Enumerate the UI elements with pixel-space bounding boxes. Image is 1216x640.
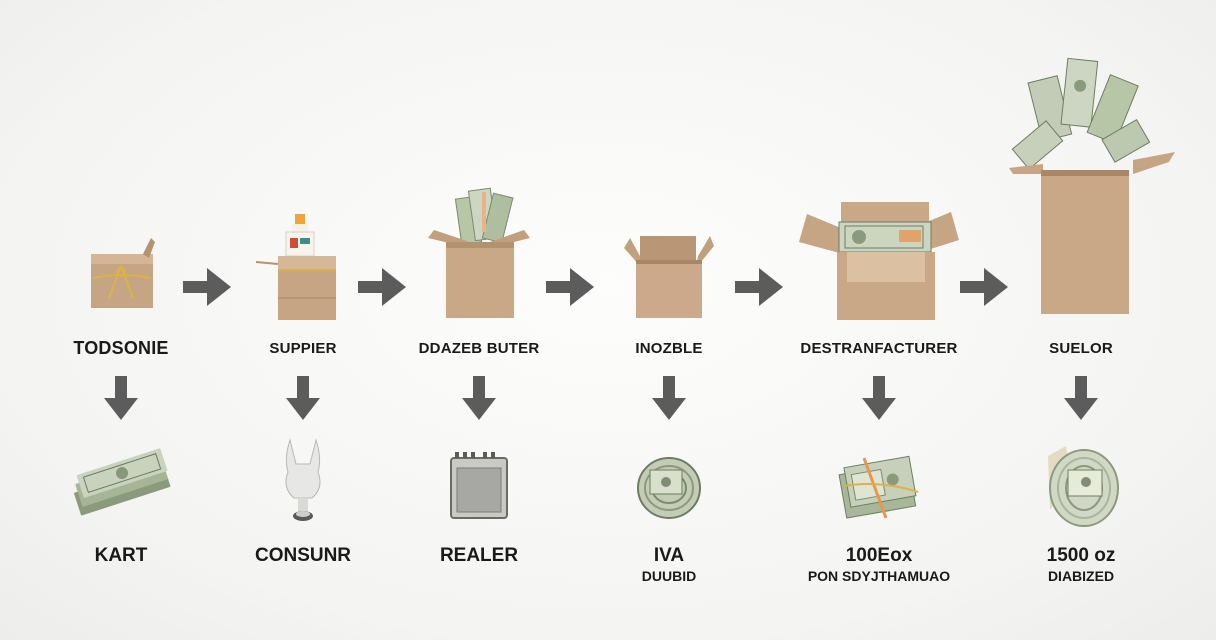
- outcome-label: KART: [94, 545, 148, 566]
- outcome-label: 1500 oz: [1046, 545, 1116, 566]
- outcome-label: REALER: [439, 545, 519, 566]
- box-with-cash-icon: [414, 186, 544, 322]
- tied-box-icon: [81, 232, 161, 312]
- tied-cash-bundle-icon: [834, 452, 924, 524]
- down-arrow-icon: [652, 376, 686, 422]
- stage-label: TODSONIE: [73, 338, 169, 358]
- down-arrow-icon: [1064, 376, 1098, 422]
- right-arrow-icon: [735, 268, 783, 306]
- stage-4: INOZBLE IVA DUUBID: [574, 0, 764, 640]
- down-arrow-icon: [104, 376, 138, 422]
- stage-2: SUPPIER CONSUNR: [208, 0, 398, 640]
- box-with-bottle-icon: [248, 210, 358, 322]
- outcome-sublabel: DIABIZED: [1047, 568, 1115, 584]
- outcome-label: IVA: [653, 545, 685, 566]
- stage-label: SUELOR: [1049, 340, 1113, 357]
- outcome-label: CONSUNR: [254, 545, 352, 566]
- open-box-with-bill-icon: [789, 196, 969, 324]
- stage-5: DESTRANFACTURER 100Eox PON SDYJTHAMUAO: [784, 0, 974, 640]
- ceramic-figure-icon: [278, 438, 328, 526]
- outcome-label: 100Eox: [845, 545, 913, 566]
- stage-1: TODSONIE KART: [26, 0, 216, 640]
- down-arrow-icon: [862, 376, 896, 422]
- right-arrow-icon: [546, 268, 594, 306]
- stage-6: SUELOR 1500 oz DIABIZED: [986, 0, 1176, 640]
- stage-label: INOZBLE: [635, 340, 703, 357]
- stage-label: DESTRANFACTURER: [800, 340, 958, 357]
- cash-roll-large-icon: [1038, 440, 1124, 532]
- tall-box-overflowing-cash-icon: [991, 56, 1175, 320]
- outcome-sublabel: DUUBID: [641, 568, 697, 584]
- open-box-icon: [614, 228, 724, 322]
- down-arrow-icon: [286, 376, 320, 422]
- cash-bills-icon: [66, 444, 176, 528]
- right-arrow-icon: [358, 268, 406, 306]
- outcome-sublabel: PON SDYJTHAMUAO: [807, 568, 951, 584]
- down-arrow-icon: [462, 376, 496, 422]
- stage-3: DDAZEB BUTER REALER: [384, 0, 574, 640]
- right-arrow-icon: [960, 268, 1008, 306]
- right-arrow-icon: [183, 268, 231, 306]
- cash-roll-icon: [634, 450, 704, 522]
- radio-device-icon: [447, 450, 511, 522]
- stage-label: SUPPIER: [269, 340, 337, 357]
- stage-label: DDAZEB BUTER: [418, 340, 540, 357]
